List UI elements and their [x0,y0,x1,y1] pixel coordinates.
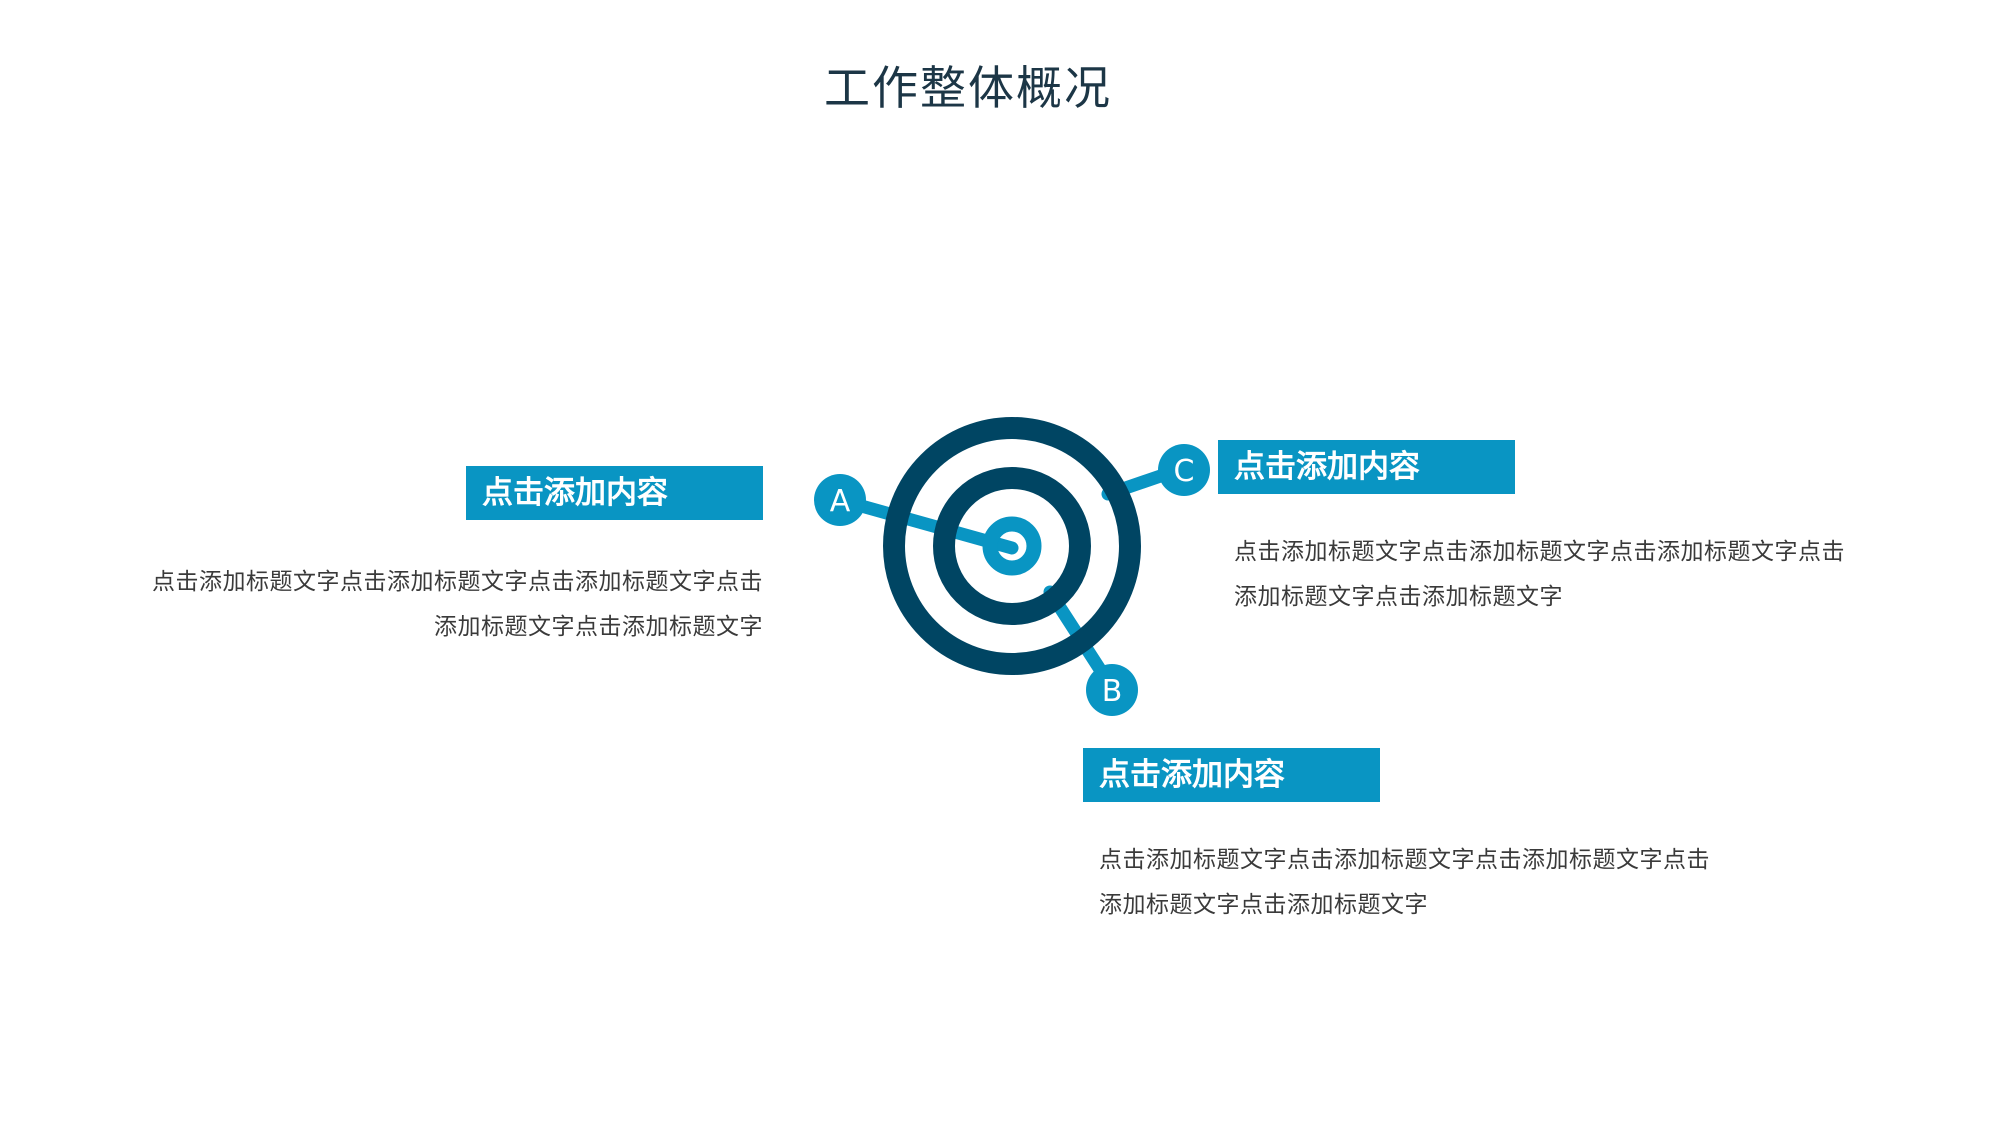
description-bottom[interactable]: 点击添加标题文字点击添加标题文字点击添加标题文字点击 添加标题文字点击添加标题文… [1099,838,1799,928]
description-right-line-2: 添加标题文字点击添加标题文字 [1234,584,1563,610]
marker-b-label: B [1102,674,1123,709]
heading-left[interactable]: 点击添加内容 [466,466,763,520]
marker-c-label: C [1174,454,1195,489]
description-bottom-line-1: 点击添加标题文字点击添加标题文字点击添加标题文字点击 [1099,847,1710,873]
description-left[interactable]: 点击添加标题文字点击添加标题文字点击添加标题文字点击 添加标题文字点击添加标题文… [80,560,763,650]
description-bottom-line-2: 添加标题文字点击添加标题文字 [1099,892,1428,918]
description-left-line-2: 添加标题文字点击添加标题文字 [434,614,763,640]
marker-c: C [1158,444,1210,496]
heading-right[interactable]: 点击添加内容 [1218,440,1515,494]
description-left-line-1: 点击添加标题文字点击添加标题文字点击添加标题文字点击 [152,569,763,595]
marker-a: A [814,474,866,526]
description-right-line-1: 点击添加标题文字点击添加标题文字点击添加标题文字点击 [1234,539,1845,565]
page-title: 工作整体概况 [824,61,1112,115]
marker-b: B [1086,664,1138,716]
description-right[interactable]: 点击添加标题文字点击添加标题文字点击添加标题文字点击 添加标题文字点击添加标题文… [1234,530,1934,620]
target-icon [883,417,1141,675]
marker-a-label: A [830,484,851,519]
heading-bottom[interactable]: 点击添加内容 [1083,748,1380,802]
